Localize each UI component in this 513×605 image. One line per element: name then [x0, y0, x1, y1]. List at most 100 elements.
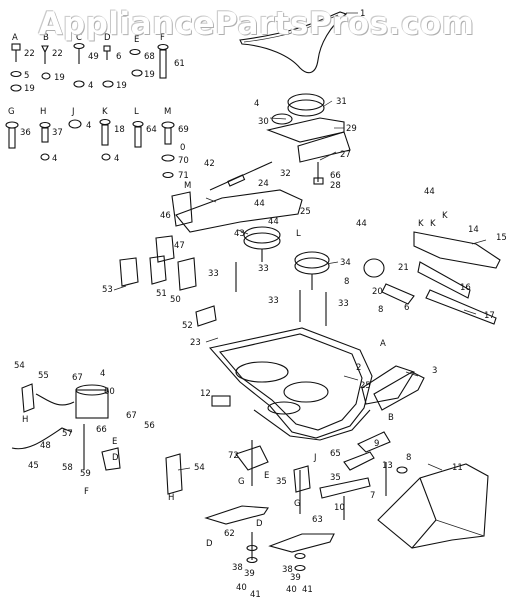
label-8a: 8 [344, 277, 349, 287]
right-side-parts [293, 371, 425, 520]
label-K-legend: K [102, 107, 108, 117]
label-47: 47 [174, 241, 185, 251]
label-0: 0 [180, 143, 185, 153]
label-8b: 8 [378, 305, 383, 315]
label-D-a: D [112, 453, 119, 463]
label-11: 11 [452, 463, 463, 473]
label-2: 2 [356, 363, 361, 373]
label-44c: 44 [356, 219, 367, 229]
label-E-b: E [264, 471, 269, 481]
lift-linkage [363, 231, 501, 325]
label-H-a: H [22, 415, 28, 425]
drive-belt [239, 11, 358, 74]
label-62: 62 [224, 529, 235, 539]
label-G-b: G [294, 499, 301, 509]
label-64: 64 [146, 125, 157, 135]
discharge-chute [377, 463, 489, 549]
label-59: 59 [80, 469, 91, 479]
label-16: 16 [460, 283, 471, 293]
label-G-legend: G [8, 107, 15, 117]
label-54b: 54 [194, 463, 205, 473]
label-3: 3 [432, 366, 437, 376]
label-61: 61 [174, 59, 185, 69]
label-60: 60 [104, 387, 115, 397]
label-36: 36 [20, 128, 31, 138]
label-L-main: L [296, 229, 301, 239]
leader-lines [113, 100, 487, 471]
label-55: 55 [38, 371, 49, 381]
label-42: 42 [204, 159, 215, 169]
label-49: 49 [88, 52, 99, 62]
label-12: 12 [200, 389, 211, 399]
label-33a: 33 [208, 269, 219, 279]
label-53: 53 [102, 285, 113, 295]
label-19d: 19 [144, 70, 155, 80]
label-33b: 33 [258, 264, 269, 274]
label-19c: 19 [116, 81, 127, 91]
label-35a: 35 [276, 477, 287, 487]
left-brackets [119, 191, 327, 327]
label-39a: 39 [244, 569, 255, 579]
label-B-legend: B [43, 33, 49, 43]
label-63: 63 [312, 515, 323, 525]
label-35b: 35 [330, 473, 341, 483]
label-B-main: B [388, 413, 394, 423]
label-13: 13 [382, 461, 393, 471]
label-48: 48 [40, 441, 51, 451]
label-D-b: D [206, 539, 213, 549]
label-41b: 41 [302, 585, 313, 595]
label-4c: 4 [86, 121, 91, 131]
label-44d: 44 [424, 187, 435, 197]
mower-deck [208, 327, 415, 441]
label-21: 21 [398, 263, 409, 273]
label-7: 7 [370, 491, 375, 501]
label-40b: 40 [286, 585, 297, 595]
spindle-pulleys [175, 189, 330, 290]
label-29: 29 [346, 124, 357, 134]
label-10: 10 [334, 503, 345, 513]
idler-pulley-assembly [266, 93, 351, 185]
label-4b: 4 [52, 154, 57, 164]
label-28: 28 [330, 181, 341, 191]
label-66: 66 [330, 171, 341, 181]
label-39b: 39 [290, 573, 301, 583]
label-J-legend: J [71, 107, 75, 117]
label-J-main: J [313, 453, 317, 463]
label-A-main: A [380, 339, 386, 349]
label-37: 37 [52, 128, 63, 138]
label-71: 71 [178, 171, 189, 181]
label-M-legend: M [164, 107, 171, 117]
label-5: 5 [24, 71, 29, 81]
callout-labels: 1 A 22 5 19 B 22 19 C 49 4 D 6 19 E 68 1… [8, 9, 507, 600]
label-25: 25 [360, 381, 371, 391]
label-33c: 33 [268, 296, 279, 306]
label-40a: 40 [236, 583, 247, 593]
label-4e: 4 [254, 99, 259, 109]
label-23: 23 [190, 338, 201, 348]
label-72: 72 [228, 451, 239, 461]
label-E-main: E [112, 437, 117, 447]
label-F-main: F [84, 487, 89, 497]
label-52: 52 [182, 321, 193, 331]
label-4f: 4 [100, 369, 105, 379]
label-6b: 6 [404, 303, 409, 313]
label-45: 45 [28, 461, 39, 471]
label-57: 57 [62, 429, 73, 439]
label-50: 50 [170, 295, 181, 305]
label-24: 24 [258, 179, 269, 189]
label-G-a: G [238, 477, 245, 487]
lift-rod [209, 161, 273, 191]
label-20: 20 [372, 287, 383, 297]
label-56: 56 [144, 421, 155, 431]
label-4a: 4 [88, 81, 93, 91]
label-65: 65 [330, 449, 341, 459]
label-K-c: K [442, 211, 448, 221]
label-68: 68 [144, 52, 155, 62]
label-19b: 19 [54, 73, 65, 83]
label-8c: 8 [406, 453, 411, 463]
label-67b: 67 [126, 411, 137, 421]
label-67a: 67 [72, 373, 83, 383]
fastener-legend [5, 42, 175, 179]
